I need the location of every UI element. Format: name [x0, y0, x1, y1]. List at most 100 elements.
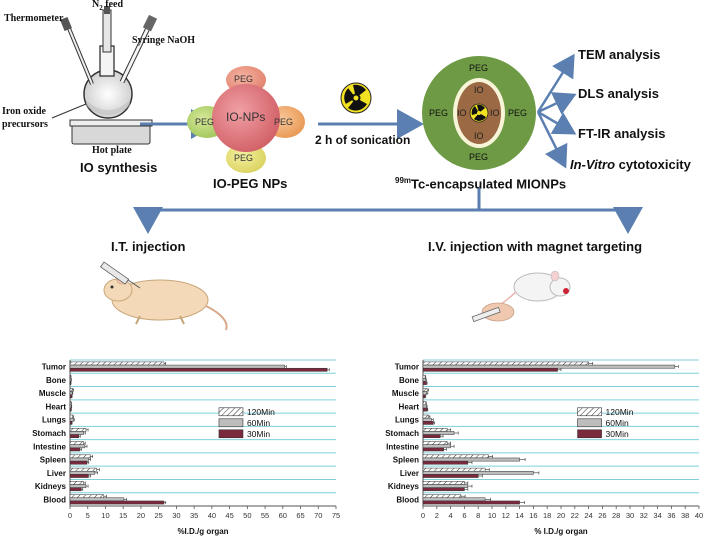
bar: [69, 361, 165, 366]
bar: [422, 497, 486, 502]
category-label: Liver: [47, 469, 66, 478]
x-tick-label: 38: [681, 511, 689, 520]
iv-injection-label: I.V. injection with magnet targeting: [428, 239, 643, 254]
x-axis-label: % I.D./g organ: [534, 527, 587, 536]
bar: [422, 500, 520, 505]
x-tick-label: 4: [449, 511, 453, 520]
x-tick-label: 5: [86, 511, 90, 520]
analysis-tem: TEM analysis: [578, 47, 661, 62]
bar: [69, 407, 72, 412]
bar: [69, 401, 72, 406]
workflow-diagram: [51, 6, 643, 331]
mionp-peg-right: PEG: [508, 108, 528, 118]
mionp-peg-left: PEG: [429, 108, 449, 118]
category-label: Stomach: [385, 429, 419, 438]
thermometer-label: Thermometer: [4, 13, 64, 24]
bar: [422, 484, 469, 488]
category-label: Muscle: [392, 389, 420, 398]
x-tick-label: 12: [502, 511, 510, 520]
x-tick-label: 20: [137, 511, 145, 520]
bar: [69, 474, 89, 478]
x-tick-label: 55: [261, 511, 269, 520]
io-synthesis-caption: IO synthesis: [80, 160, 158, 175]
category-label: Intestine: [386, 442, 419, 451]
category-label: Heart: [46, 402, 67, 411]
x-tick-label: 14: [515, 511, 523, 520]
category-label: Blood: [43, 495, 66, 504]
bar: [69, 481, 84, 485]
bar: [69, 374, 71, 379]
mionp-particle: [422, 56, 536, 170]
bar: [422, 494, 462, 499]
legend-label: 120Min: [606, 407, 634, 417]
x-tick-label: 18: [543, 511, 551, 520]
bar: [422, 401, 427, 406]
bar: [422, 364, 676, 369]
legend-swatch: [577, 407, 602, 417]
bar: [69, 428, 87, 432]
x-tick-label: 28: [612, 511, 620, 520]
n2-feed-label: N2 feed: [92, 0, 124, 12]
category-label: Spleen: [40, 456, 66, 465]
bar: [422, 467, 486, 472]
io-peg-nps-caption: IO-PEG NPs: [213, 176, 288, 191]
x-tick-label: 25: [154, 511, 162, 520]
bar: [69, 388, 74, 392]
mouse-iv-illustration: [471, 270, 571, 323]
bar: [69, 434, 80, 438]
bar: [422, 391, 427, 396]
bar: [422, 421, 434, 425]
bar: [69, 391, 73, 396]
x-tick-label: 40: [695, 511, 703, 520]
bar: [69, 467, 97, 472]
x-tick-label: 20: [557, 511, 565, 520]
syringe-naoh-label: Syringe NaOH: [132, 35, 196, 46]
mionp-io-left: IO: [457, 108, 467, 118]
category-label: Bone: [46, 376, 67, 385]
x-tick-label: 75: [332, 511, 340, 520]
bar: [69, 460, 88, 465]
x-tick-label: 30: [626, 511, 634, 520]
biodistribution-chart-iv: TumorBoneMuscleHeartLungsStomachIntestin…: [385, 359, 703, 536]
category-label: Kidneys: [35, 482, 67, 491]
bar: [69, 494, 104, 499]
bar: [69, 364, 285, 369]
bar: [422, 374, 426, 379]
x-tick-label: 45: [225, 511, 233, 520]
x-tick-label: 36: [667, 511, 675, 520]
category-label: Lungs: [395, 416, 420, 425]
x-tick-label: 70: [314, 511, 322, 520]
category-label: Bone: [399, 376, 420, 385]
bar: [422, 388, 428, 392]
bar: [69, 497, 125, 502]
x-tick-label: 34: [653, 511, 661, 520]
category-label: Heart: [399, 402, 420, 411]
bar: [422, 441, 448, 445]
bar: [69, 500, 165, 505]
x-tick-label: 10: [101, 511, 109, 520]
mionp-peg-bottom: PEG: [469, 152, 489, 162]
legend-swatch: [577, 429, 602, 439]
bar: [69, 484, 87, 488]
bar: [422, 454, 489, 459]
flask-apparatus: [51, 6, 158, 145]
category-label: Spleen: [393, 456, 419, 465]
x-axis-label: %I.D./g organ: [177, 527, 228, 536]
bar: [422, 414, 429, 419]
x-tick-label: 6: [462, 511, 466, 520]
x-tick-label: 16: [529, 511, 537, 520]
injection-split-arrows: [133, 188, 643, 234]
bar: [69, 487, 82, 492]
mionp-peg-top: PEG: [469, 63, 489, 73]
x-tick-label: 32: [640, 511, 648, 520]
analysis-dls: DLS analysis: [578, 86, 659, 101]
bar: [422, 470, 534, 475]
bar: [69, 447, 81, 452]
mionp-io-top: IO: [474, 85, 484, 95]
x-tick-label: 50: [243, 511, 251, 520]
bar: [69, 404, 72, 409]
bar: [422, 434, 441, 438]
bar: [422, 417, 432, 422]
bar: [69, 431, 84, 435]
x-tick-label: 0: [421, 511, 425, 520]
